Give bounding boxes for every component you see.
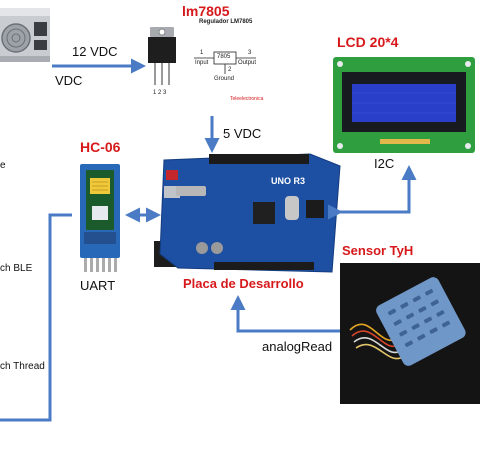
lm7805-credit: Teleelectronica [230, 96, 263, 102]
lm7805-pin1: 1 [200, 50, 203, 56]
arrow-sensor-to-board [238, 298, 340, 331]
board-model-label: UNO R3 [271, 176, 305, 186]
arduino-board-image [154, 154, 340, 272]
lm7805-subtitle: Regulador LM7805 [199, 19, 252, 25]
line-hc06-down-left [0, 215, 72, 420]
edge-label-thread: ch Thread [0, 361, 45, 372]
label-5vdc: 5 VDC [223, 126, 261, 141]
edge-label-ble: ch BLE [0, 263, 32, 274]
board-title: Placa de Desarrollo [183, 276, 304, 291]
lm7805-pin3: 3 [248, 50, 251, 56]
lm7805-output-label: Output [238, 60, 256, 66]
arrow-lcd-board-link [336, 168, 409, 212]
label-uart: UART [80, 278, 115, 293]
lm7805-input-label: Input [195, 60, 208, 66]
hc06-image [80, 164, 120, 272]
edge-label-e: e [0, 160, 6, 171]
lcd-title: LCD 20*4 [337, 34, 398, 50]
lcd-image [333, 57, 475, 153]
power-supply-image [0, 8, 50, 62]
lm7805-ground-label: Ground [214, 76, 234, 82]
hc06-title: HC-06 [80, 139, 120, 155]
lm7805-pin-numbers: 1 2 3 [153, 90, 166, 96]
label-analogread: analogRead [262, 339, 332, 354]
sensor-title: Sensor TyH [342, 243, 413, 258]
label-vdc-left: VDC [55, 73, 82, 88]
sensor-image [340, 263, 480, 404]
lm7805-chip-label: 7805 [217, 54, 230, 60]
label-12vdc: 12 VDC [72, 44, 118, 59]
label-i2c: I2C [374, 156, 394, 171]
lm7805-pin2: 2 [228, 67, 231, 73]
lm7805-image [148, 27, 176, 85]
lm7805-title: lm7805 [182, 3, 229, 19]
